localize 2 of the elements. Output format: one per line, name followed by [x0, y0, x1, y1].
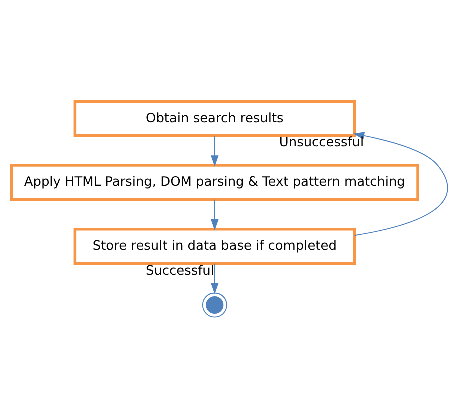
edge-label: Successful: [146, 264, 214, 279]
edge-label: Unsuccessful: [279, 135, 364, 150]
